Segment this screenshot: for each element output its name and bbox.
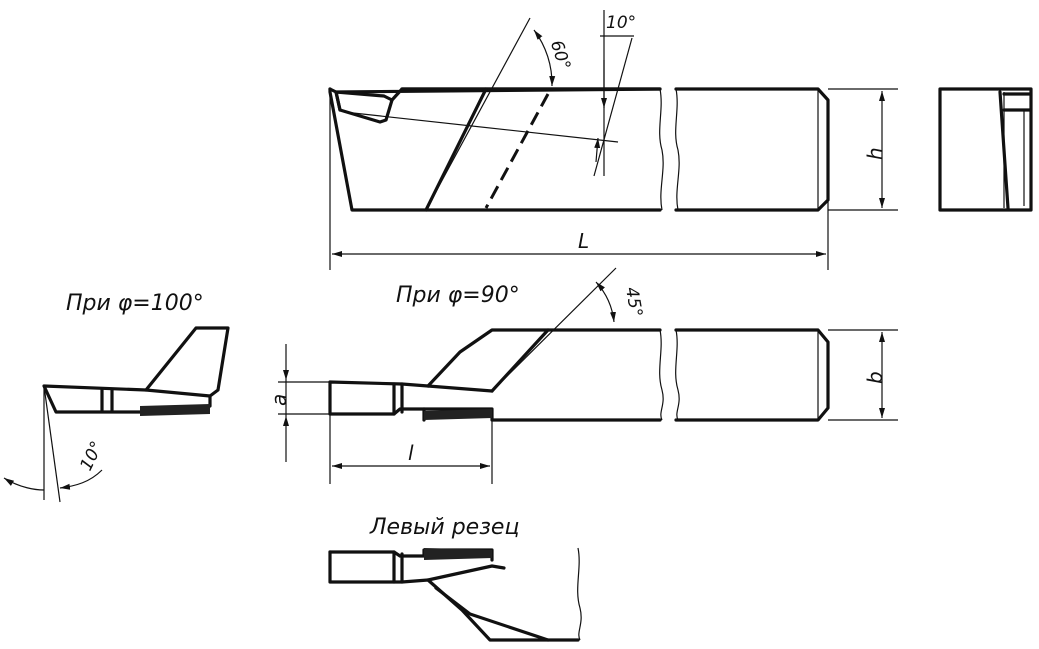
plan-view-shank: [422, 328, 662, 422]
dimension-L-label: L: [578, 229, 589, 253]
dimension-L: L: [329, 94, 829, 270]
dimension-h-label: h: [863, 147, 887, 160]
caption-phi100: При φ=100°: [66, 291, 204, 316]
dimension-b: b: [828, 329, 898, 421]
caption-phi90: При φ=90°: [396, 283, 520, 308]
carbide-insert-shade: [424, 409, 492, 420]
break-line-1: [659, 88, 664, 211]
side-view-body-right: [674, 87, 830, 212]
dimension-b-label: b: [863, 371, 887, 384]
end-view: [938, 87, 1033, 212]
angle-45-label: 45°: [621, 286, 646, 319]
insert-hidden-line: [484, 93, 550, 209]
insert-solid-line: [424, 87, 488, 212]
dimension-a: a: [267, 344, 330, 462]
dimension-l: l: [329, 414, 493, 484]
side-view: 60° 10°: [328, 10, 830, 212]
plan-view: 45°: [328, 267, 830, 422]
dimension-l-label: l: [408, 441, 414, 465]
dimension-a-label: a: [267, 394, 291, 406]
break-line-2: [675, 88, 680, 211]
caption-left-cutter: Левый резец: [369, 515, 519, 540]
left-cutter-view: [328, 547, 582, 642]
angle-10-top-label: 10°: [606, 13, 636, 33]
dimension-h: h: [828, 88, 898, 211]
angle-10-left-label: 10°: [76, 438, 107, 474]
detail-phi100: 10°: [3, 326, 230, 503]
